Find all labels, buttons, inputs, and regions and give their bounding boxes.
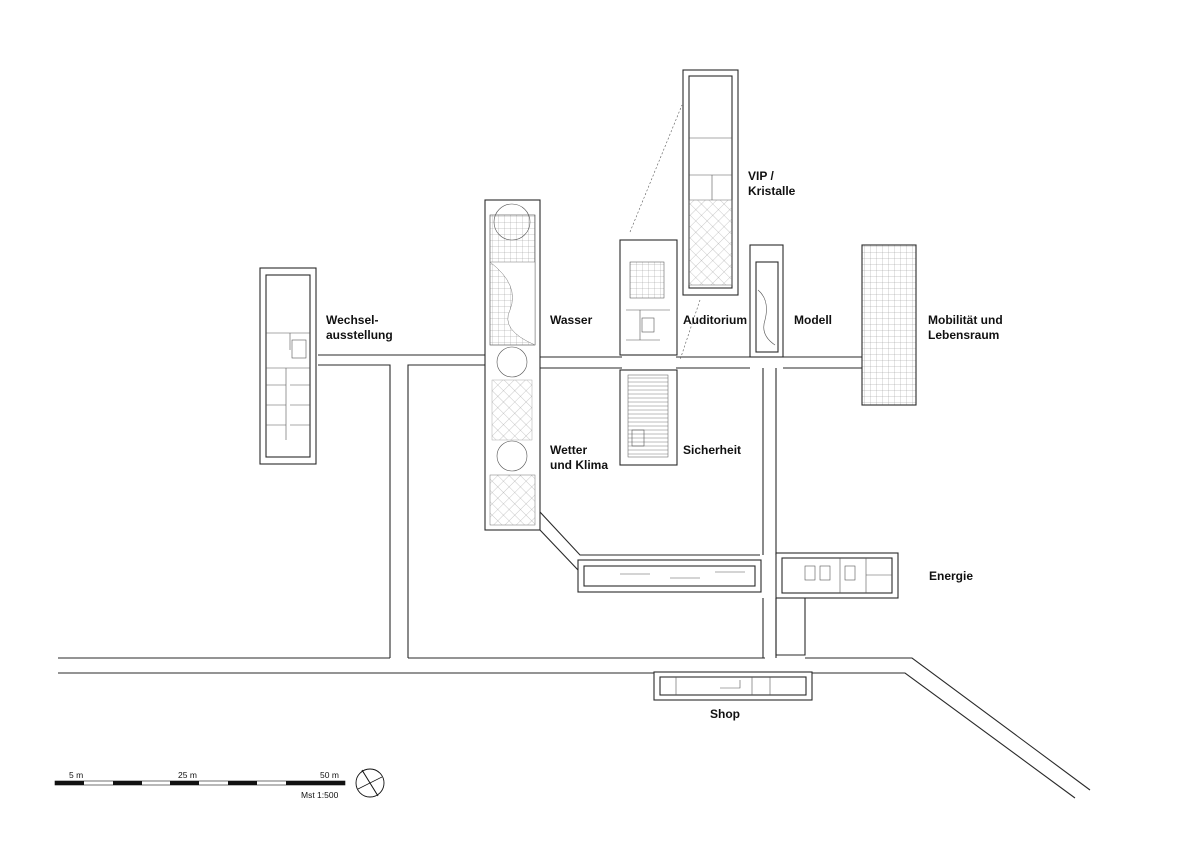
label-energie: Energie bbox=[929, 569, 973, 584]
scale-tick-50m: 50 m bbox=[320, 770, 339, 780]
corridors bbox=[318, 354, 862, 658]
auditorium-block bbox=[619, 239, 678, 356]
label-auditorium: Auditorium bbox=[683, 313, 747, 328]
mobilitaet-block bbox=[861, 244, 917, 406]
label-sicherheit: Sicherheit bbox=[683, 443, 741, 458]
label-shop: Shop bbox=[710, 707, 740, 722]
wechselausstellung-block bbox=[259, 267, 317, 465]
shop-block bbox=[653, 671, 813, 701]
label-line: Sicherheit bbox=[683, 443, 742, 457]
label-line: Kristalle bbox=[748, 184, 796, 198]
label-wechselausstellung: Wechsel- ausstellung bbox=[326, 313, 393, 343]
label-line: Mobilität und bbox=[928, 313, 1003, 327]
label-line: ausstellung bbox=[326, 328, 393, 342]
north-arrow-icon bbox=[355, 768, 385, 798]
modell-block bbox=[749, 244, 784, 358]
label-line: Shop bbox=[710, 707, 740, 721]
label-line: VIP / bbox=[748, 169, 774, 183]
scale-tick-25m: 25 m bbox=[178, 770, 197, 780]
scale-bar bbox=[54, 780, 346, 786]
label-wasser: Wasser bbox=[550, 313, 592, 328]
label-vip-kristalle: VIP / Kristalle bbox=[748, 169, 795, 199]
street-lines bbox=[58, 657, 1091, 799]
label-line: Energie bbox=[929, 569, 974, 583]
label-wetter-klima: Wetter und Klima bbox=[550, 443, 608, 473]
label-mobilitaet: Mobilität und Lebensraum bbox=[928, 313, 1003, 343]
scale-ratio: Mst 1:500 bbox=[301, 790, 339, 800]
label-line: Wasser bbox=[550, 313, 593, 327]
label-line: Wetter bbox=[550, 443, 588, 457]
scale-tick-5m: 5 m bbox=[69, 770, 84, 780]
label-line: Auditorium bbox=[683, 313, 747, 327]
label-line: und Klima bbox=[550, 458, 609, 472]
label-line: Lebensraum bbox=[928, 328, 1000, 342]
sicherheit-block bbox=[619, 369, 678, 466]
energie-block bbox=[577, 552, 899, 599]
label-modell: Modell bbox=[794, 313, 832, 328]
label-line: Wechsel- bbox=[326, 313, 379, 327]
wasser-wetter-block bbox=[484, 199, 541, 531]
label-line: Modell bbox=[794, 313, 832, 327]
vip-kristalle-block bbox=[629, 69, 739, 361]
